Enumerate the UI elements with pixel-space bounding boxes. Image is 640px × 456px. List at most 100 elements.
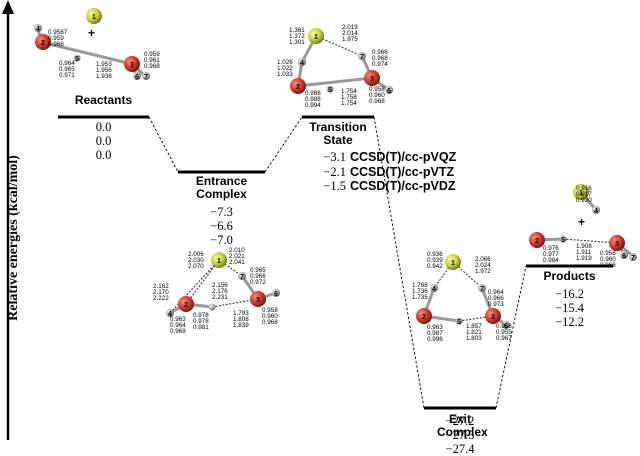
dist: 0.9587: [48, 29, 68, 36]
dist: 0.971: [59, 72, 75, 79]
reactants-atom-label-5: 5: [75, 56, 79, 63]
energy-value: −12.2: [555, 315, 584, 329]
entrance-atom-3: [250, 291, 266, 307]
dist: 0.958: [262, 307, 278, 314]
exit-atom-label-1: 1: [451, 260, 455, 267]
energies-reactants: 0.0 0.0 0.0: [58, 120, 149, 162]
energy-value: −15.4: [555, 301, 584, 315]
dist: 2.222: [153, 295, 169, 302]
dist: 1.022: [277, 65, 293, 72]
dist: 0.920: [576, 197, 592, 204]
entrance-atom-label-2: 2: [184, 302, 188, 309]
state-name-reactants: Reactants: [74, 93, 133, 107]
entrance-atom-label-7: 7: [240, 274, 244, 281]
dist: 0.968: [369, 98, 385, 105]
exit-atom-4: [430, 284, 438, 292]
energies-entrance: −7.3 −6.6 −7.0: [178, 205, 265, 247]
dist: 2.176: [212, 288, 228, 295]
dist: 1.911: [576, 249, 592, 256]
reactants-atom-6: [133, 72, 141, 80]
products-atom-label-1: 1: [579, 190, 583, 197]
dist: 1.301: [289, 39, 305, 46]
state-name-exit: Exit Complex: [437, 412, 488, 439]
dist: 0.994: [305, 102, 321, 109]
dist: 0.963: [170, 316, 186, 323]
reactants-atom-7: [142, 72, 150, 80]
transition-atom-7: [358, 52, 366, 60]
energy-value: −7.0: [210, 233, 233, 247]
molecule-entrance: 1 2 3 4 6 7 2.006 2.030 2.070 2.010 2.02…: [153, 247, 280, 335]
dist: 0.959: [144, 51, 160, 58]
connector-exit-products: [495, 265, 527, 409]
exit-atom-3: [485, 308, 501, 324]
legend-row: −2.1 CCSD(T)/cc-pVTZ: [318, 165, 456, 180]
dist: 0.942: [427, 263, 443, 270]
dist: 1.953: [96, 61, 112, 68]
dist: 1.919: [576, 255, 592, 262]
entrance-atom-label-6: 6: [274, 291, 278, 298]
products-atom-label-4: 4: [594, 208, 598, 215]
reactants-atom-label-1: 1: [92, 14, 96, 21]
molecule-transition: 1 2 3 4 5 6 7 1.361 1.372 1.301 2.019 2.…: [277, 24, 393, 109]
exit-atom-6: [502, 321, 510, 329]
dist: 0.936: [427, 251, 443, 258]
dist: 1.938: [96, 73, 112, 80]
dist: 2.024: [475, 262, 491, 269]
dist: 0.965: [250, 267, 266, 274]
reactants-atom-5: [73, 54, 81, 62]
energy-value: 0.0: [95, 120, 112, 134]
method-label: CCSD(T)/cc-pVTZ: [350, 164, 455, 179]
dist: 1.821: [466, 329, 482, 336]
dist: 0.966: [600, 262, 616, 269]
reactants-atom-label-4: 4: [36, 26, 40, 33]
reactants-atom-label-6: 6: [135, 74, 139, 81]
entrance-atom-6: [272, 289, 280, 297]
dist: 0.973: [488, 301, 504, 308]
dist: 2.162: [153, 283, 169, 290]
energy-value: −7.3: [210, 205, 233, 219]
energy-value: −6.6: [210, 219, 233, 233]
dist: 0.958: [600, 250, 616, 257]
dist: 2.019: [342, 24, 358, 31]
reactants-atom-1: [86, 8, 102, 24]
dist: 0.917: [576, 191, 592, 198]
energy-value: −2.1: [323, 164, 346, 179]
connector-reactants-entrance: [148, 116, 179, 173]
dist: 0.959: [48, 35, 64, 42]
dist: 0.968: [372, 55, 388, 62]
state-name-transition: Transition State: [309, 120, 367, 147]
products-atom-2: [529, 232, 545, 248]
exit-atom-label-6: 6: [504, 323, 508, 330]
dist: 1.857: [466, 323, 482, 330]
energy-value: −27.5: [445, 428, 475, 442]
state-name-entrance: Entrance Complex: [195, 174, 248, 201]
exit-atom-label-5: 5: [457, 319, 461, 326]
entrance-atom-4: [166, 309, 174, 317]
products-atom-5: [559, 235, 567, 243]
transition-atom-label-2: 2: [296, 84, 300, 91]
dist: 0.978: [193, 318, 209, 325]
reactants-atom-label-3: 3: [130, 62, 134, 69]
dist: 1.839: [233, 322, 249, 329]
energy-value: −1.5: [323, 179, 346, 193]
dist: 1.033: [277, 71, 293, 78]
dist: 1.803: [466, 335, 482, 342]
dist: 0.976: [543, 245, 559, 252]
products-atom-3: [609, 235, 625, 251]
dist: 0.963: [427, 324, 443, 331]
dist: 2.021: [229, 253, 245, 260]
entrance-atom-label-3: 3: [256, 297, 260, 304]
dist: 0.958: [496, 323, 512, 330]
method-label: CCSD(T)/cc-pVQZ: [350, 150, 457, 164]
dist: 1.361: [289, 27, 305, 34]
entrance-atom-5: [208, 303, 216, 311]
dist: 0.961: [144, 57, 160, 64]
reactants-atom-label-2: 2: [41, 40, 45, 47]
transition-atom-6: [385, 86, 393, 94]
energies-products: −16.2 −15.4 −12.2: [526, 287, 613, 329]
energy-value: 0.0: [95, 148, 112, 162]
dist: 0.964: [488, 289, 504, 296]
